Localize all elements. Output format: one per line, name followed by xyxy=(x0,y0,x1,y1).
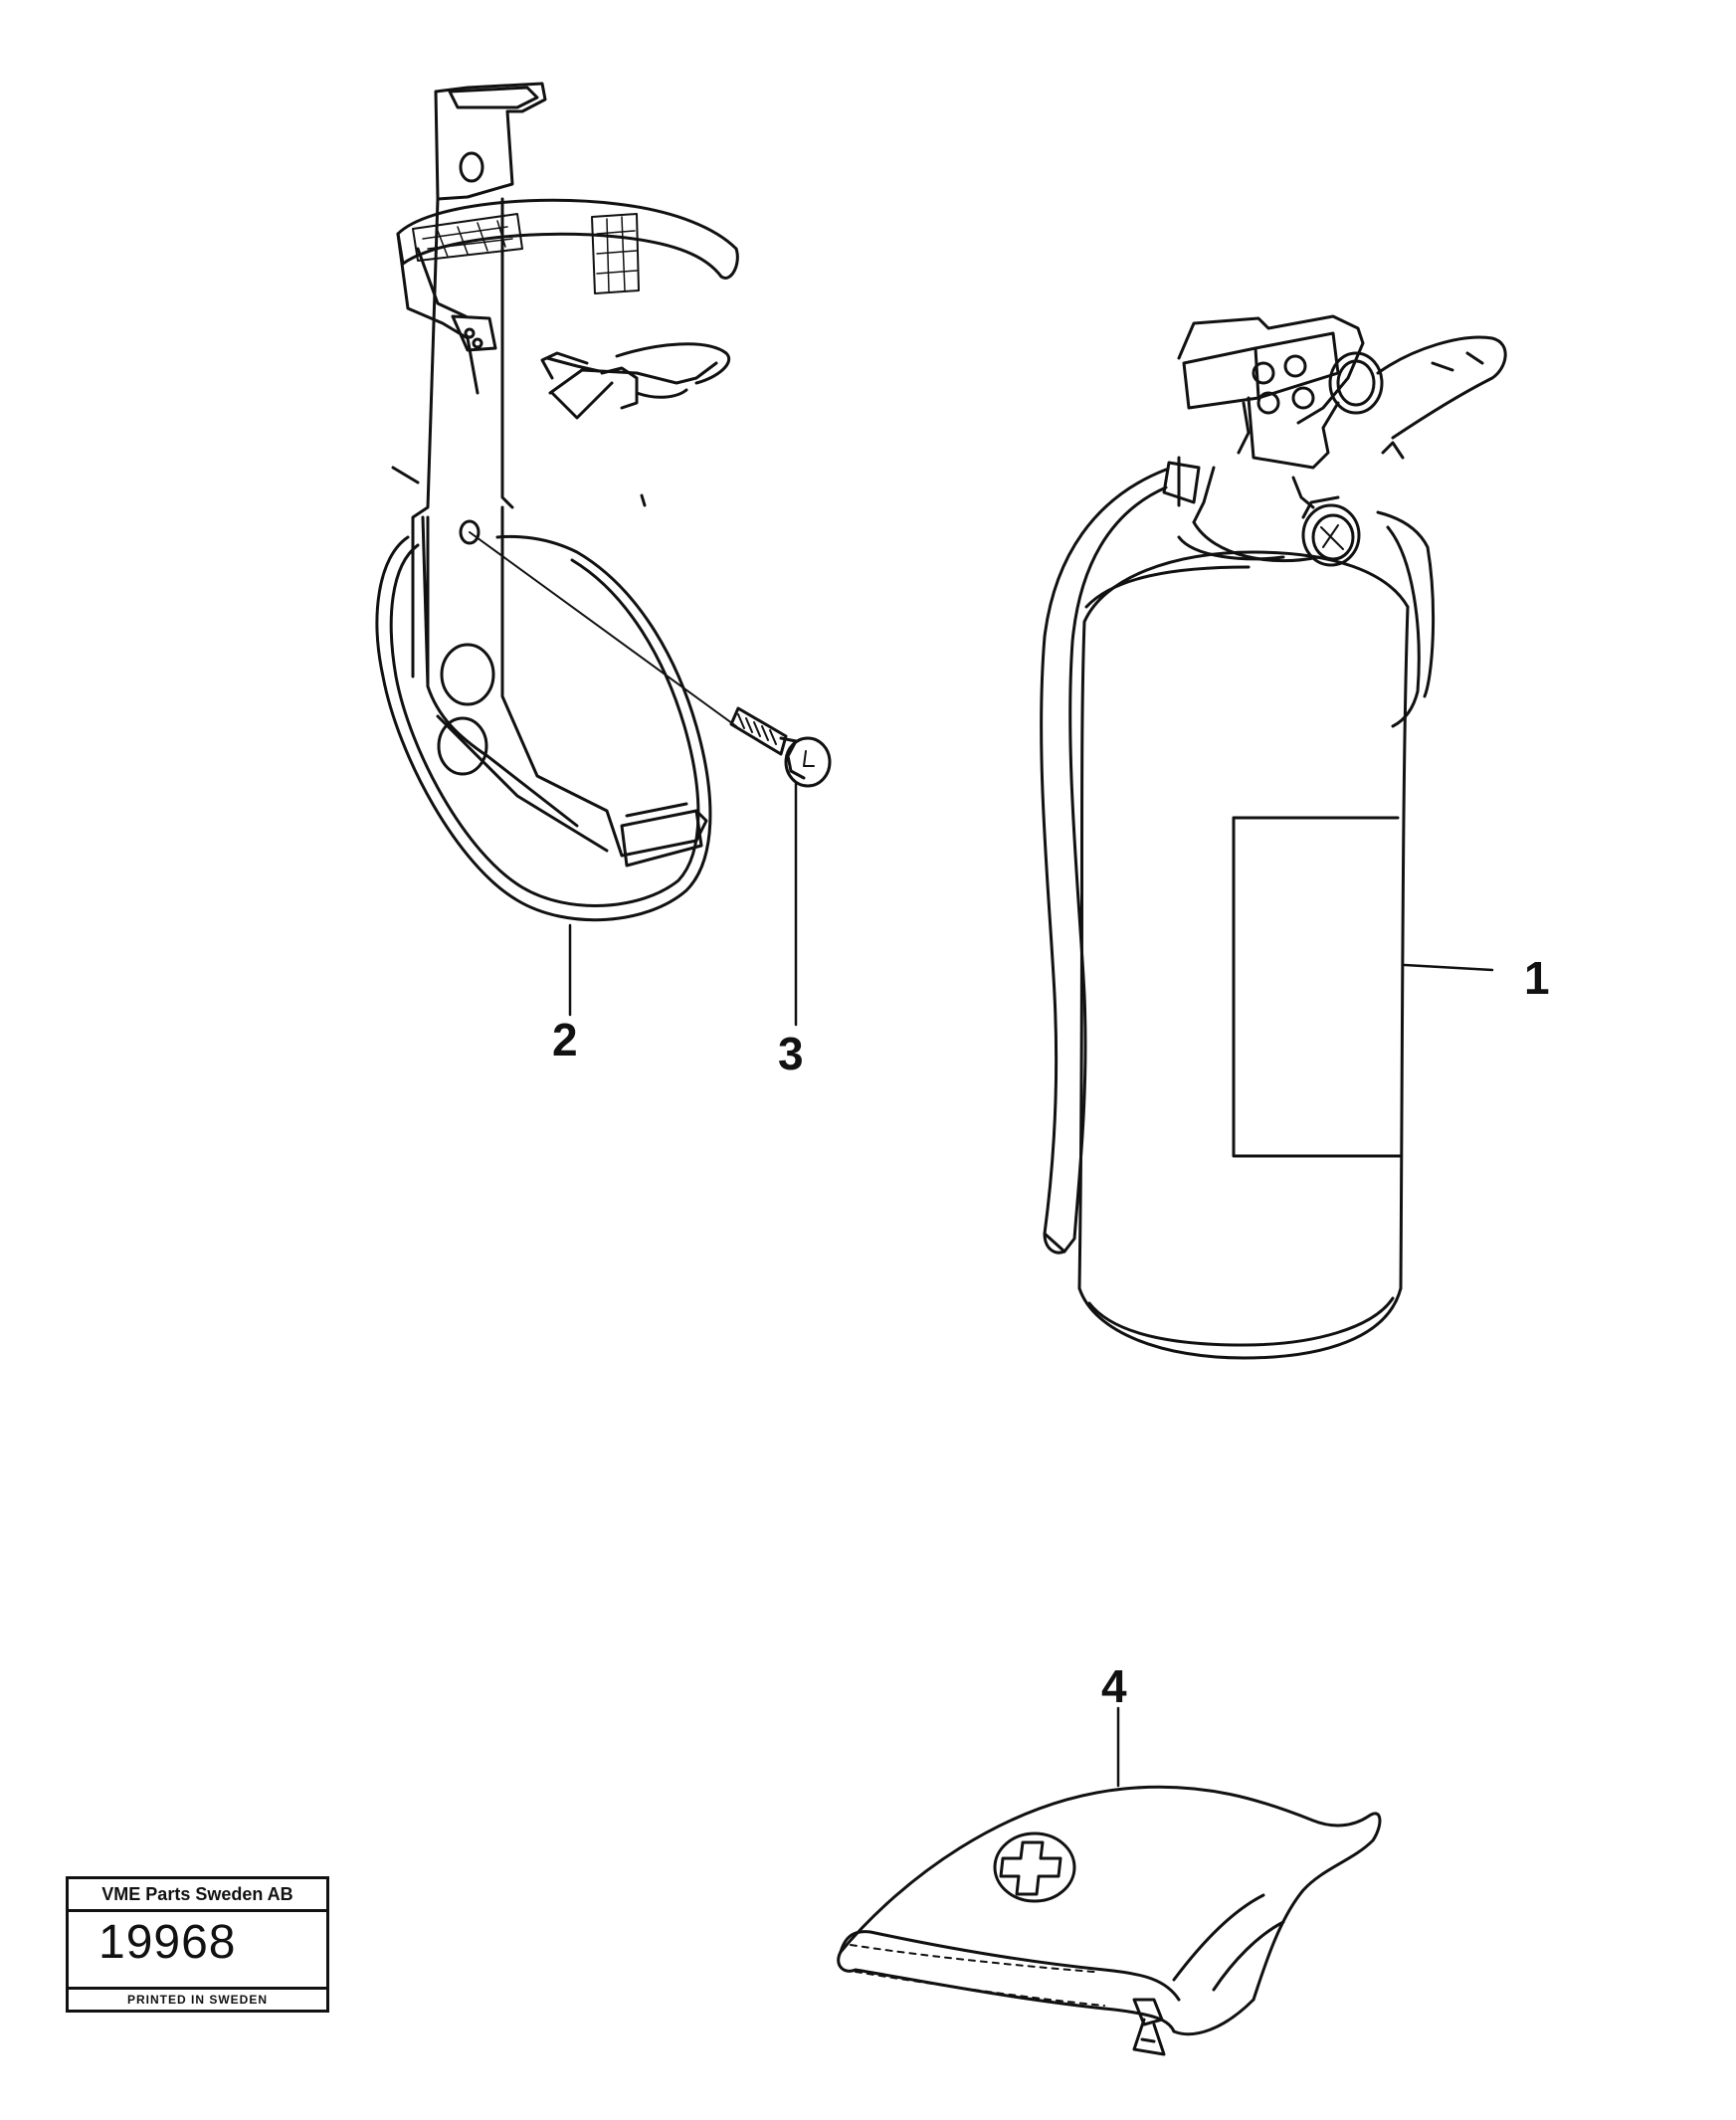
bracket xyxy=(375,82,739,922)
company-name: VME Parts Sweden AB xyxy=(69,1879,326,1912)
callout-1: 1 xyxy=(1524,952,1550,1004)
fire-extinguisher xyxy=(1040,314,1507,1360)
leader-lines xyxy=(568,782,1494,1788)
drawing-number: 19968 xyxy=(98,1916,237,1969)
screw xyxy=(729,706,832,788)
callout-2: 2 xyxy=(552,1014,578,1065)
title-block: VME Parts Sweden AB 19968 PRINTED IN SWE… xyxy=(66,1876,329,2013)
printed-note: PRINTED IN SWEDEN xyxy=(69,1987,326,2010)
callout-3: 3 xyxy=(778,1028,804,1079)
first-aid-bag xyxy=(837,1785,1382,2056)
callout-4: 4 xyxy=(1101,1660,1127,1712)
